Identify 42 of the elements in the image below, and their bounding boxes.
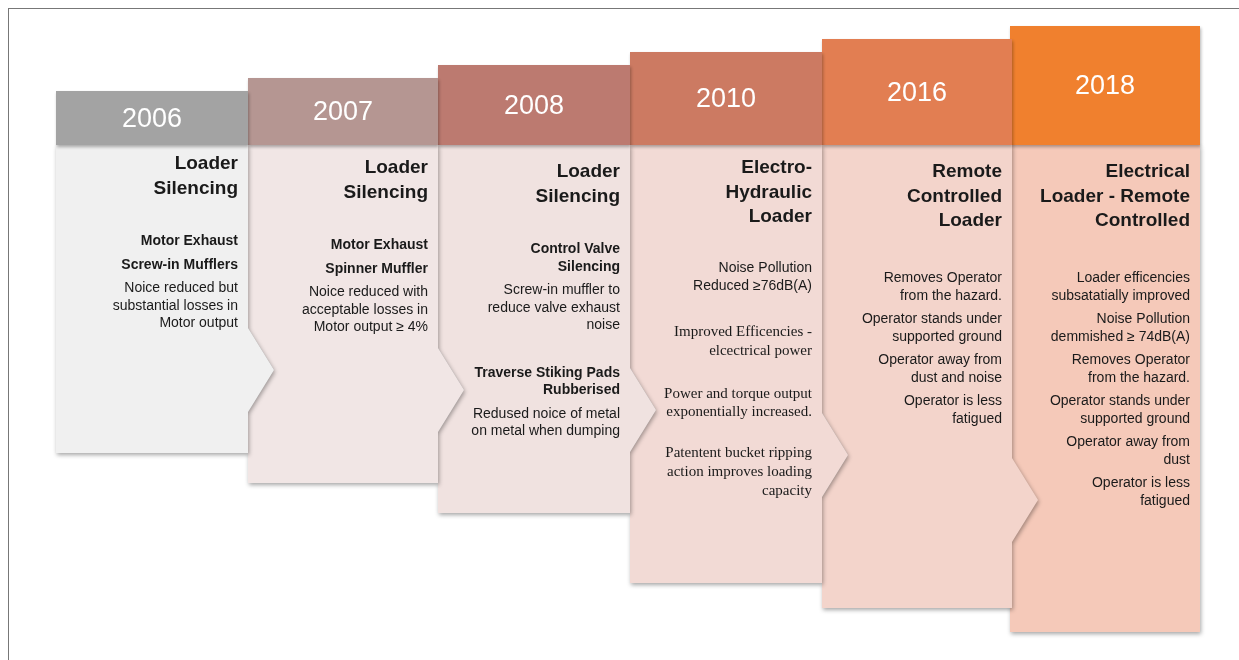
year-header: 2016	[822, 39, 1012, 145]
card-title: Loader Silencing	[342, 155, 428, 204]
item-text: Operator stands under supported ground	[860, 310, 1002, 346]
timeline-card	[822, 39, 1038, 608]
timeline-card	[1010, 26, 1200, 632]
item-heading: Motor Exhaust	[139, 232, 238, 250]
timeline-card	[56, 91, 274, 453]
timeline-card	[630, 52, 848, 583]
year-header: 2018	[1010, 26, 1200, 145]
item-heading: Motor Exhaust	[329, 236, 428, 254]
item-text: Removes Operator from the hazard.	[1070, 351, 1190, 387]
item-text: Improved Efficencies - elcectrical power	[673, 322, 812, 360]
item-text: Noise Pollution Reduced ≥76dB(A)	[692, 259, 812, 295]
item-text: Patentent bucket ripping action improves loading capacity	[664, 443, 812, 500]
year-header: 2007	[248, 78, 438, 145]
year-header: 2008	[438, 65, 630, 145]
item-text: Removes Operator from the hazard.	[882, 269, 1002, 305]
item-heading: Screw-in Mufflers	[120, 255, 238, 274]
year-header: 2010	[630, 52, 822, 145]
item-heading: Traverse Stiking Pads Rubberised	[473, 363, 620, 399]
item-heading: Control Valve Silencing	[529, 240, 620, 276]
item-text: Operator away from dust and noise	[877, 351, 1002, 387]
item-text: Noise Pollution demmished ≥ 74dB(A)	[1049, 310, 1190, 346]
item-text: Noice reduced with acceptable losses in Motor output ≥ 4%	[300, 283, 428, 336]
item-text: Redused noice of metal on metal when dumping	[470, 404, 620, 440]
item-text: Screw-in muffler to reduce valve exhaust noise	[486, 281, 620, 334]
item-text: Operator stands under supported ground	[1048, 392, 1190, 428]
card-title: Loader Silencing	[152, 151, 238, 200]
timeline-card	[248, 78, 464, 483]
card-title: Electro-Hydraulic Loader	[724, 155, 812, 229]
year-header: 2006	[56, 91, 248, 145]
card-title: Remote Controlled Loader	[906, 159, 1002, 233]
item-text: Operator is less fatigued	[902, 392, 1002, 428]
item-text: Power and torque output exponentially increased.	[663, 383, 812, 422]
timeline-card	[438, 65, 656, 513]
item-text: Loader efficencies subsatatially improved	[1050, 269, 1190, 305]
card-title: Loader Silencing	[534, 159, 620, 208]
item-heading: Spinner Muffler	[324, 259, 428, 278]
item-text: Operator away from dust	[1065, 433, 1190, 469]
card-title: Electrical Loader - Remote Controlled	[1040, 159, 1190, 233]
item-text: Operator is less fatigued	[1090, 474, 1190, 510]
item-text: Noice reduced but substantial losses in Motor output	[111, 279, 238, 332]
